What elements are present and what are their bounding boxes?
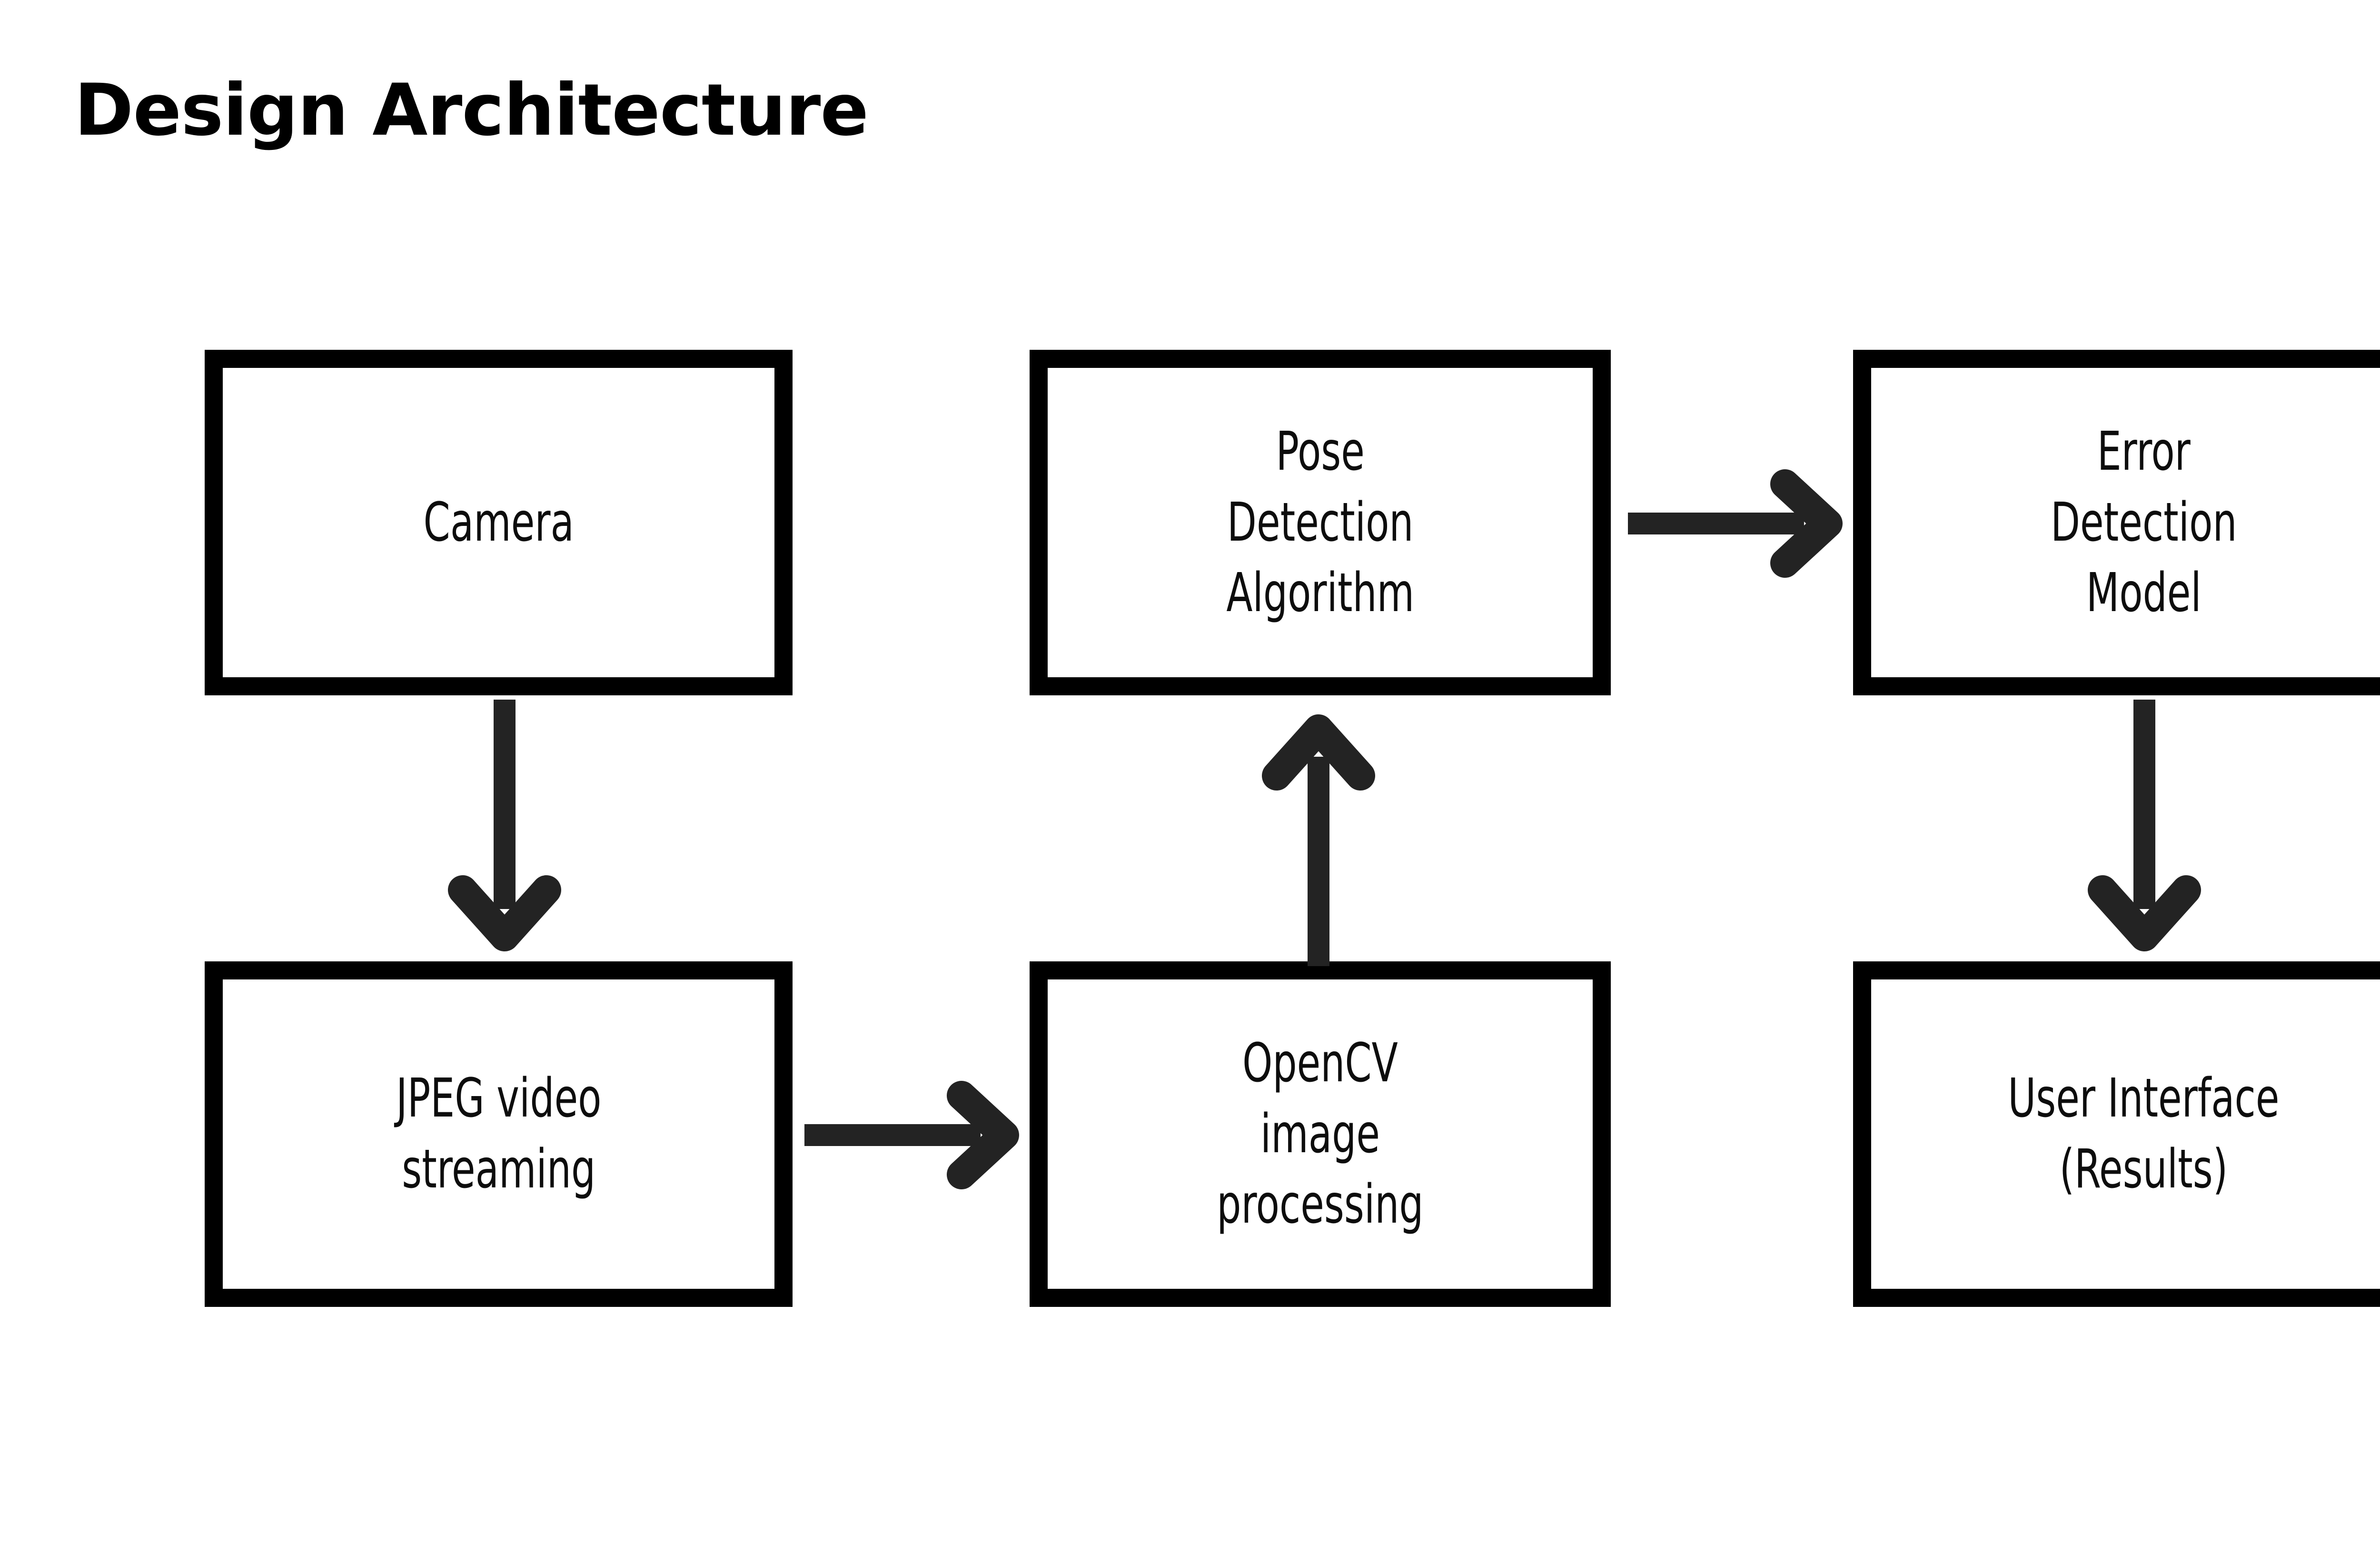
arrow-up-icon-opencv-to-pose [1257,700,1380,966]
node-pose-detection-algorithm[interactable]: Pose Detection Algorithm [1030,350,1611,695]
arrow-down-icon-camera-to-jpeg [443,700,566,966]
node-user-interface-results-label: User Interface (Results) [2008,1068,2280,1200]
arrow-right-icon-pose-to-error [1628,459,1844,588]
node-error-detection-model-label: Error Detection Model [2050,420,2237,624]
node-user-interface-results[interactable]: User Interface (Results) [1853,961,2380,1307]
node-camera[interactable]: Camera [205,350,793,695]
node-opencv-image-processing[interactable]: OpenCV image processing [1030,961,1611,1307]
arrow-down-icon-error-to-ui [2082,700,2206,966]
node-opencv-image-processing-label: OpenCV image processing [1217,1032,1424,1236]
node-camera-label: Camera [423,491,574,554]
node-jpeg-video-streaming[interactable]: JPEG video streaming [205,961,793,1307]
arrow-right-icon-jpeg-to-opencv [804,1071,1021,1199]
node-error-detection-model[interactable]: Error Detection Model [1853,350,2380,695]
page-title-text: Design Architecture [74,69,869,152]
node-jpeg-video-streaming-label: JPEG video streaming [396,1068,602,1200]
node-pose-detection-algorithm-label: Pose Detection Algorithm [1226,420,1414,624]
page-title: Design Architecture [0,71,2380,150]
